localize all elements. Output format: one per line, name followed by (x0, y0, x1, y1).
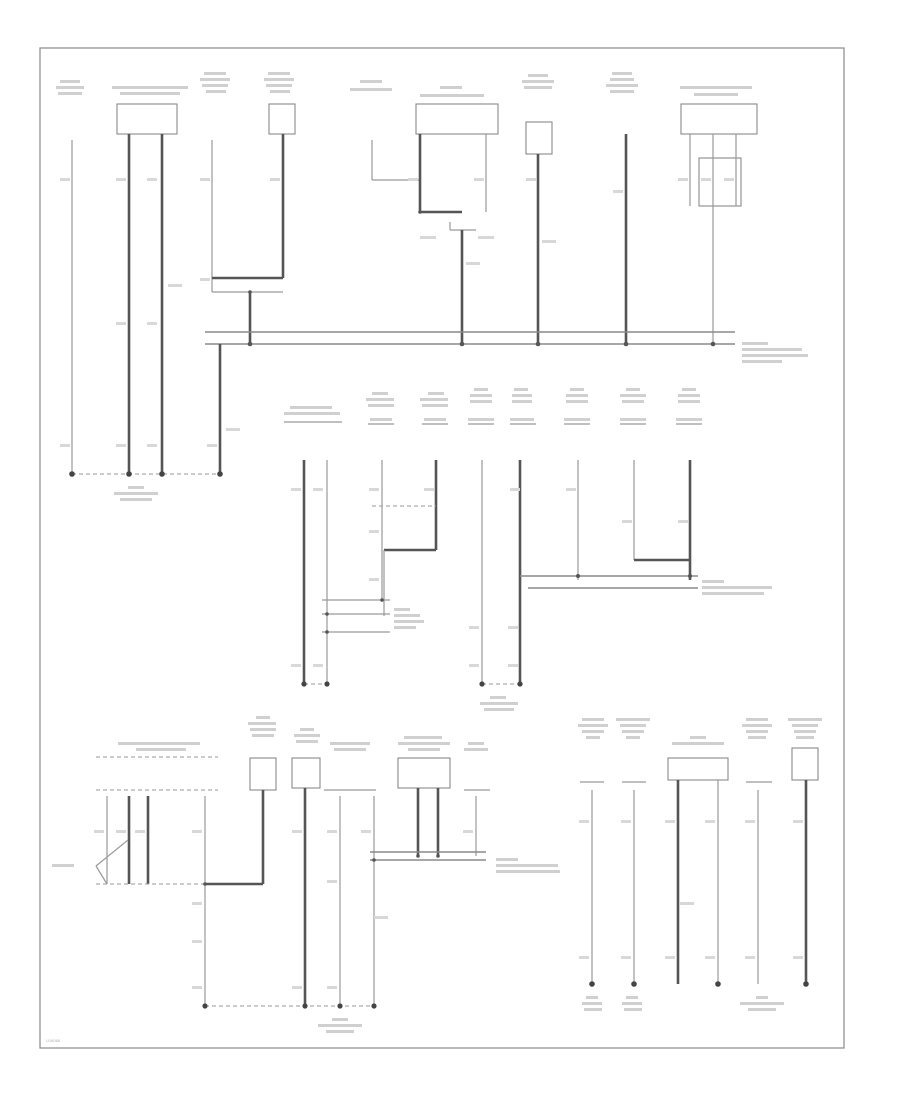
bottom-section (52, 716, 822, 1033)
top-box-headlamp-inner (698, 157, 742, 207)
top-box-electric-power-steering (116, 103, 178, 135)
ground-point-g101-3 (159, 471, 165, 477)
middle-component-labels (284, 388, 702, 421)
diagram-frame (39, 47, 845, 1049)
bottom-component-labels (118, 716, 822, 751)
top-box-right-ground-switch (268, 103, 296, 135)
top-box-body-control-module (415, 103, 499, 135)
image-code: U16068 (46, 1038, 61, 1043)
bottom-box-right-switch (791, 747, 819, 781)
bottom-box-fuel-pump (291, 757, 321, 789)
top-component-labels (56, 72, 752, 97)
bottom-box-left-sensor (249, 757, 277, 791)
top-section (56, 72, 808, 501)
middle-wire-codes (291, 488, 688, 667)
bottom-box-trailer-connector (397, 757, 451, 789)
bottom-box-a-c-module (667, 757, 729, 781)
top-box-left-sensor (525, 121, 553, 155)
ground-point-g101-4 (217, 471, 223, 477)
middle-section (284, 388, 772, 711)
bottom-wire-codes (94, 820, 803, 989)
ground-point-g101-2 (126, 471, 132, 477)
ground-point-g101-1 (69, 471, 75, 477)
top-box-right-headlamp (680, 103, 758, 135)
top-wire-codes (60, 178, 734, 447)
